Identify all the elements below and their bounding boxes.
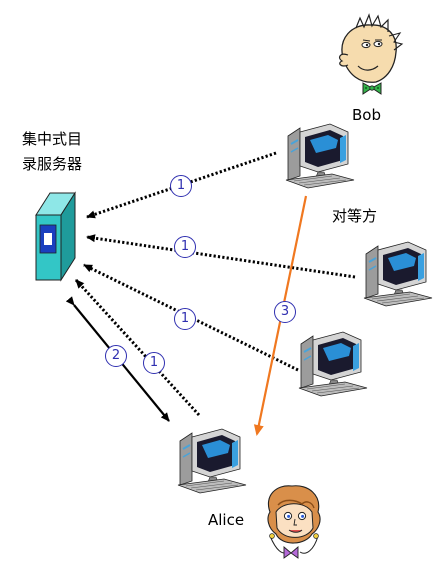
query-arrow-peer-right — [86, 234, 356, 279]
step-marker-query-bob: 1 — [170, 175, 192, 197]
directory-title-line-2: 录服务器 — [22, 155, 83, 173]
step-marker-query-peer-right: 1 — [174, 236, 196, 258]
step-marker-query-peer-middle: 1 — [174, 308, 196, 330]
peer-computer-middle-icon — [298, 331, 368, 397]
bob-computer-icon — [285, 123, 355, 189]
alice-computer-icon — [177, 428, 247, 494]
directory-server-icon — [35, 191, 76, 282]
peers-label: 对等方 — [332, 207, 378, 225]
directory-server-title: 集中式目 录服务器 — [22, 127, 82, 177]
bob-cartoon-icon — [338, 13, 404, 95]
bob-label: Bob — [352, 106, 381, 124]
step-marker-reply: 2 — [105, 345, 127, 367]
query-arrow-alice — [74, 278, 201, 417]
directory-title-line-1: 集中式目 — [22, 130, 83, 148]
alice-label: Alice — [208, 511, 245, 529]
step-marker-query-alice: 1 — [143, 352, 165, 374]
step-marker-transfer: 3 — [274, 301, 296, 323]
alice-cartoon-icon — [267, 485, 321, 559]
peer-computer-right-icon — [363, 241, 433, 307]
